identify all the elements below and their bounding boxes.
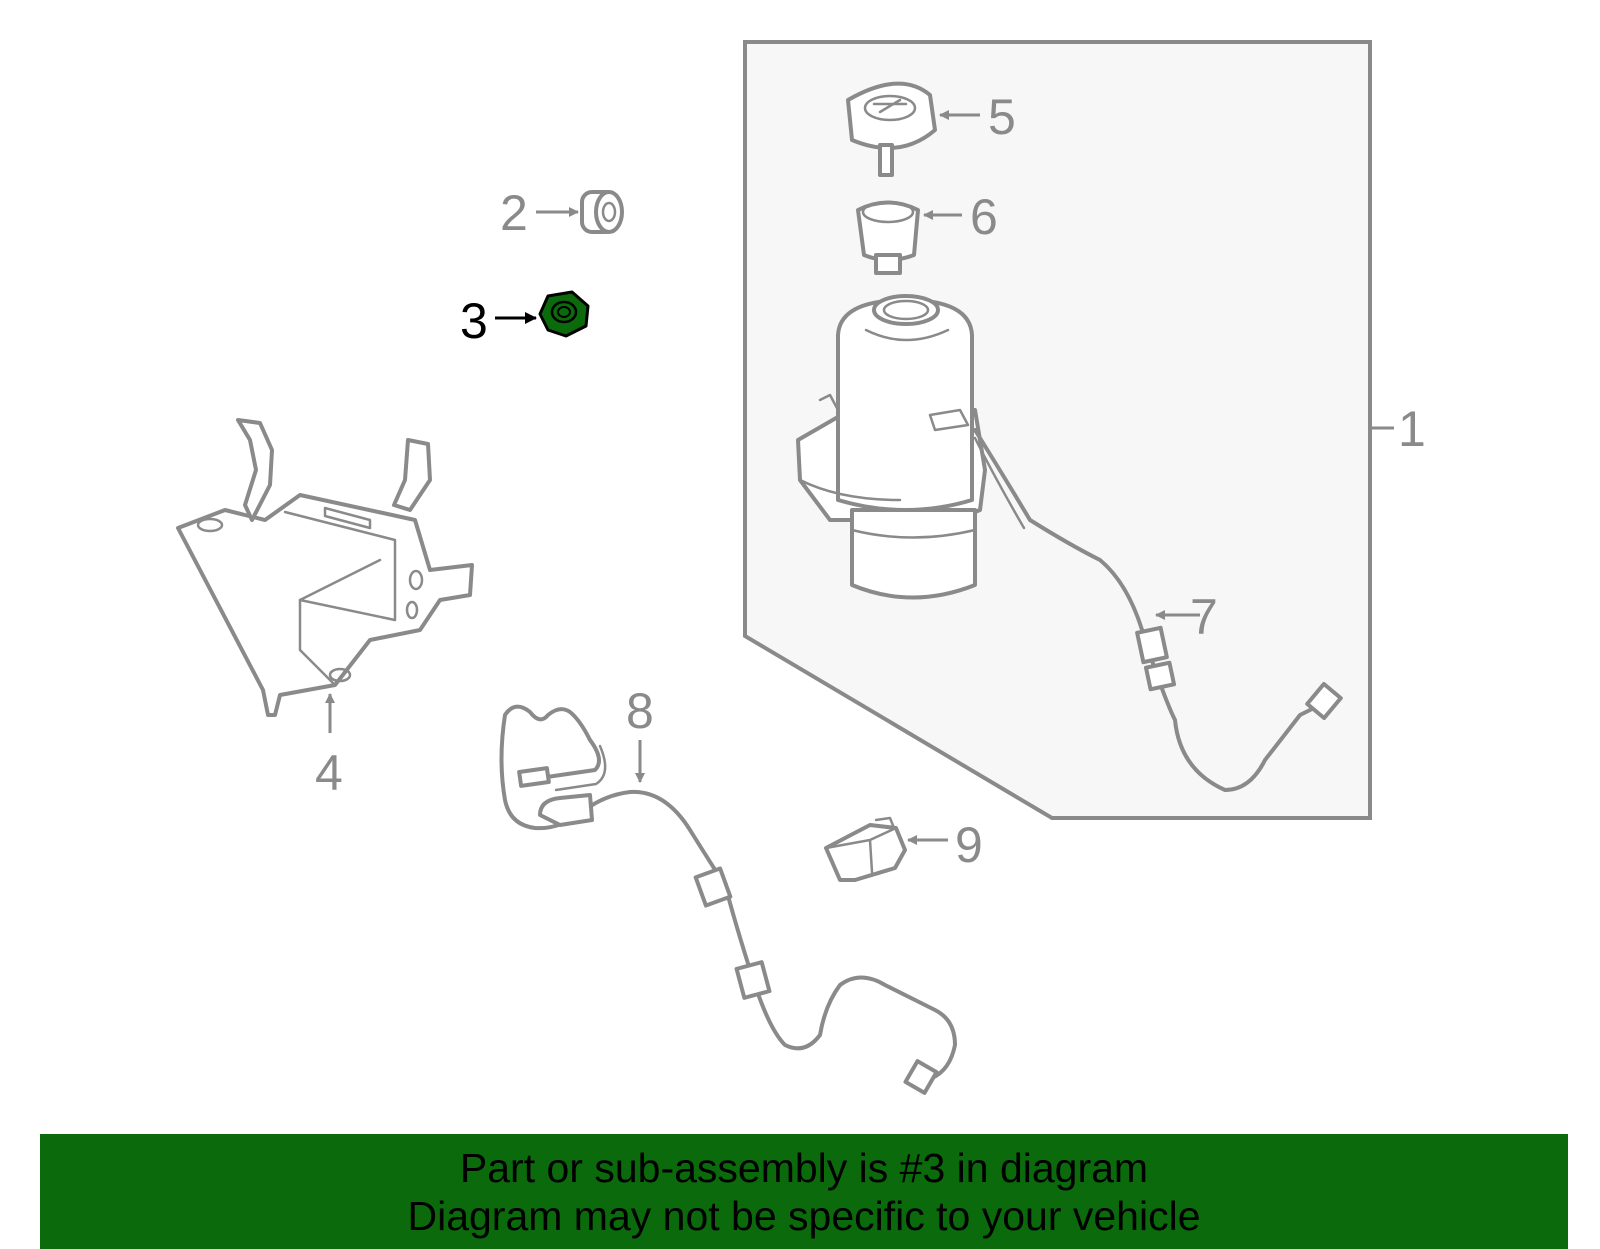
callout-2: 2 [500, 185, 528, 241]
banner-disclaimer: Diagram may not be specific to your vehi… [407, 1193, 1201, 1239]
part-6-strainer[interactable] [856, 200, 920, 275]
callout-8: 8 [626, 683, 654, 739]
callout-5: 5 [988, 89, 1016, 145]
part-2-bushing[interactable] [580, 190, 624, 234]
part-8-return-line[interactable] [499, 704, 957, 1095]
part-4-bracket[interactable] [176, 418, 474, 717]
part-3-nut-highlighted[interactable] [538, 290, 590, 338]
part-7-pressure-line[interactable] [973, 428, 1343, 792]
callout-3: 3 [460, 293, 488, 349]
info-banner: Part or sub-assembly is #3 in diagram Di… [40, 1134, 1568, 1249]
part-5-reservoir-cap[interactable] [846, 81, 937, 177]
pump-reservoir-body[interactable] [796, 294, 987, 600]
callout-7: 7 [1190, 589, 1218, 645]
banner-part-notice: Part or sub-assembly is #3 in diagram [459, 1145, 1149, 1191]
callout-1: 1 [1398, 401, 1426, 457]
callout-6: 6 [970, 189, 998, 245]
callout-4: 4 [315, 745, 343, 801]
callout-9: 9 [955, 817, 983, 873]
part-9-clip[interactable] [824, 816, 907, 882]
